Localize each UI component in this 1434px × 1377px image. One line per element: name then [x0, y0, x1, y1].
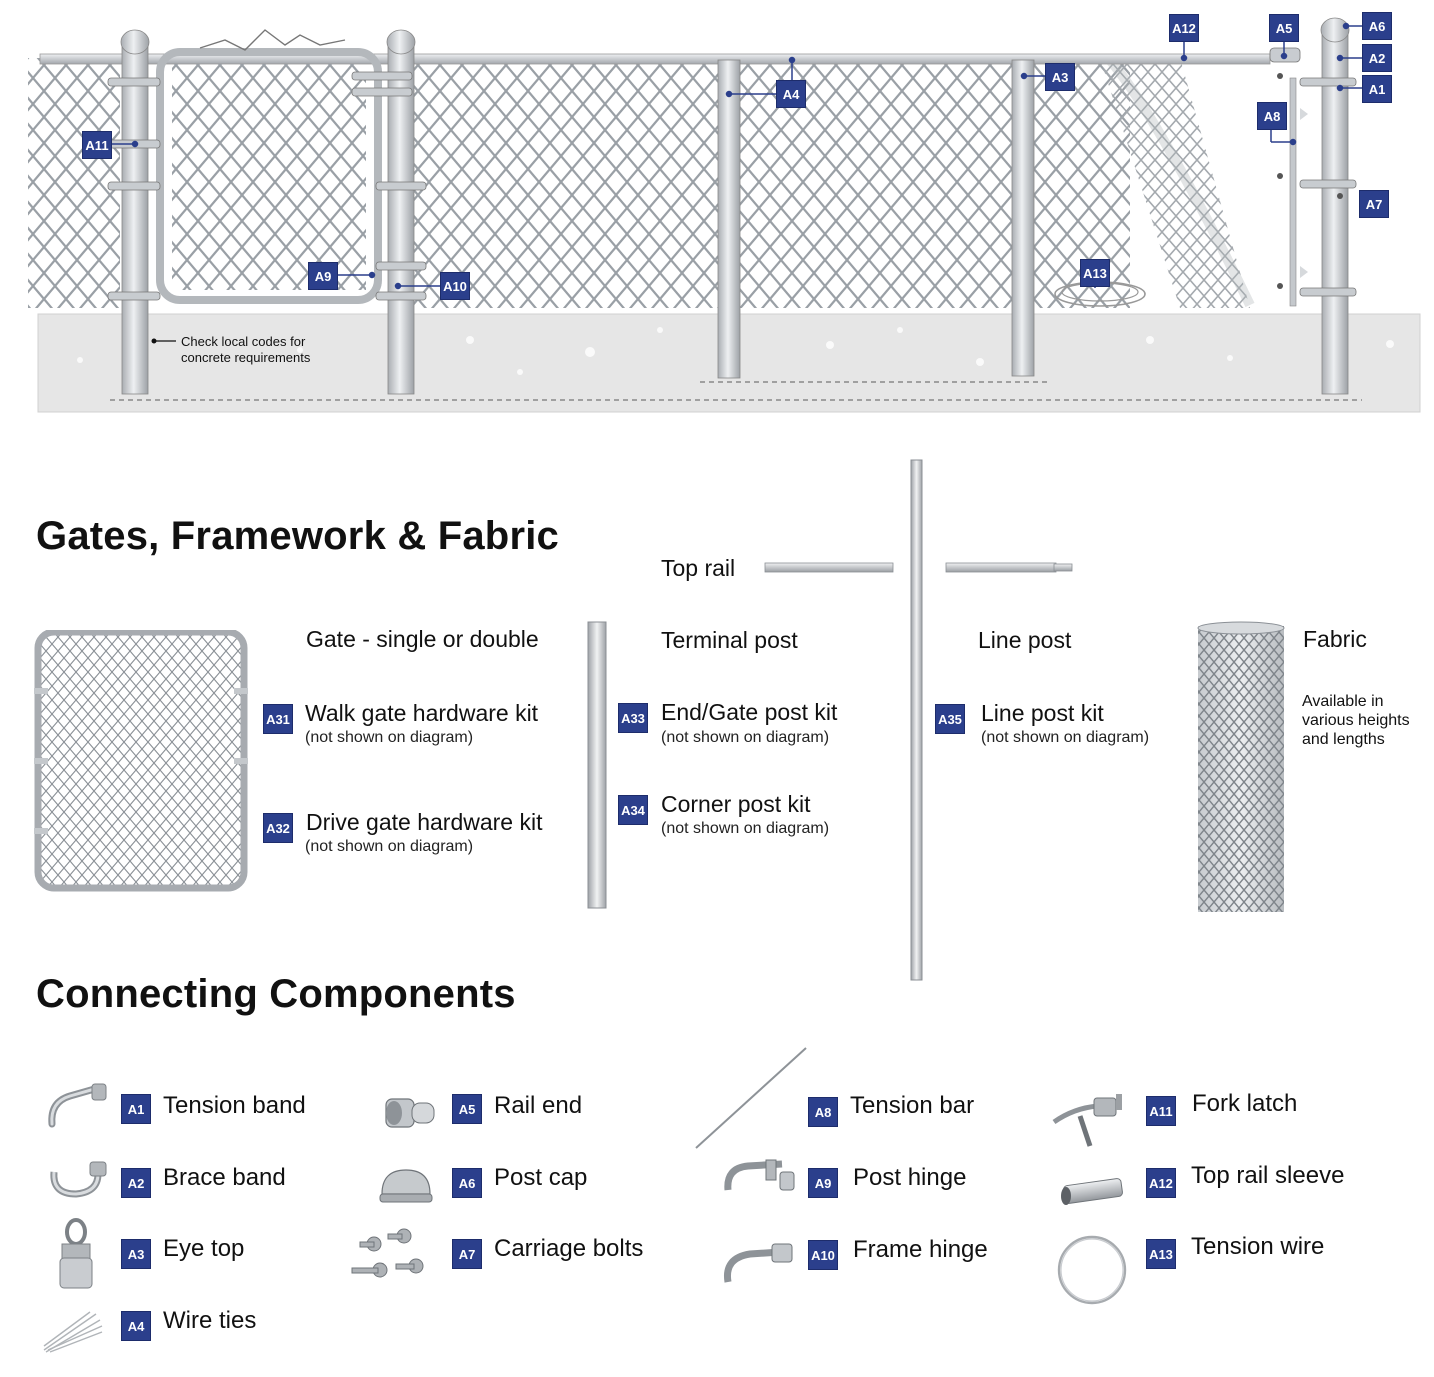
- item-code-a2: A2: [121, 1168, 151, 1198]
- kit-code-a33: A33: [618, 703, 648, 733]
- rail-end-icon: [385, 1098, 435, 1128]
- item-name-tension-band: Tension band: [163, 1092, 306, 1119]
- item-code-a11: A11: [1146, 1096, 1176, 1126]
- terminal-post-image: [587, 621, 607, 909]
- kit-code-a34: A34: [618, 795, 648, 825]
- callout-a5: A5: [1269, 14, 1299, 42]
- kit-note-a34: (not shown on diagram): [661, 820, 830, 837]
- kit-name-a31: Walk gate hardware kit: [305, 700, 539, 726]
- line-post-1: [717, 59, 741, 379]
- concrete-note-line1: Check local codes for: [181, 334, 306, 349]
- gate-post: [387, 39, 415, 395]
- callout-a8: A8: [1257, 102, 1287, 130]
- callout-a11: A11: [82, 131, 112, 159]
- item-name-frame-hinge: Frame hinge: [853, 1236, 988, 1263]
- line-post-2: [1011, 59, 1035, 377]
- terminal-post-label: Terminal post: [661, 627, 798, 653]
- item-name-top-rail-sleeve: Top rail sleeve: [1191, 1162, 1345, 1189]
- fork-latch-icon: [1052, 1094, 1122, 1147]
- terminal-post-right: [1321, 29, 1349, 395]
- item-code-a3: A3: [121, 1239, 151, 1269]
- item-code-a8: A8: [808, 1097, 838, 1127]
- kit-name-a35: Line post kit: [981, 700, 1104, 726]
- kit-note-a32: (not shown on diagram): [305, 838, 474, 855]
- fabric-roll-image: [1197, 621, 1285, 912]
- terminal-post-left: [121, 39, 149, 395]
- item-code-a6: A6: [452, 1168, 482, 1198]
- frame-hinge-icon: [723, 1243, 793, 1283]
- item-name-carriage-bolts: Carriage bolts: [494, 1235, 644, 1262]
- gate-label: Gate - single or double: [306, 626, 539, 652]
- brace-band-icon: [50, 1161, 107, 1198]
- callout-a1: A1: [1362, 75, 1392, 103]
- fabric-note-line1: Available in: [1302, 693, 1384, 710]
- fence-diagram: A11 A9 A10 A4 A3 A12 A5 A6 A2 A1 A8 A7 A…: [0, 0, 1434, 420]
- callout-a10: A10: [440, 272, 470, 300]
- line-post-label: Line post: [978, 627, 1072, 653]
- item-name-eye-top: Eye top: [163, 1235, 245, 1262]
- item-code-a1: A1: [121, 1094, 151, 1124]
- section-title-connecting: Connecting Components: [36, 972, 516, 1016]
- item-code-a5: A5: [452, 1094, 482, 1124]
- tension-wire-icon: [1057, 1235, 1127, 1305]
- post-hinge-icon: [724, 1159, 795, 1191]
- item-code-a7: A7: [452, 1239, 482, 1269]
- tension-band-icon: [48, 1083, 107, 1128]
- callout-a6: A6: [1362, 12, 1392, 40]
- item-code-a4: A4: [121, 1311, 151, 1341]
- item-code-a12: A12: [1146, 1168, 1176, 1198]
- fabric-note: Available in various heights and lengths: [1302, 692, 1410, 749]
- gate-image: [34, 630, 248, 892]
- callout-a2: A2: [1362, 44, 1392, 72]
- fabric-label: Fabric: [1303, 626, 1367, 652]
- kit-code-a32: A32: [263, 813, 293, 843]
- item-code-a13: A13: [1146, 1239, 1176, 1269]
- item-name-fork-latch: Fork latch: [1192, 1090, 1298, 1117]
- wire-ties-icon: [43, 1311, 103, 1353]
- callout-a4: A4: [776, 80, 806, 108]
- callout-a3: A3: [1045, 63, 1075, 91]
- kit-name-a32: Drive gate hardware kit: [306, 809, 543, 835]
- carriage-bolts-icon: [351, 1228, 424, 1278]
- callout-a13: A13: [1080, 259, 1110, 287]
- item-name-tension-bar: Tension bar: [850, 1092, 975, 1119]
- item-name-tension-wire: Tension wire: [1191, 1233, 1325, 1260]
- tension-bar-icon: [695, 1047, 807, 1149]
- top-rail-sleeve-icon: [1061, 1178, 1123, 1205]
- concrete-note-line2: concrete requirements: [181, 350, 311, 365]
- top-rail-image: [764, 562, 1073, 573]
- item-name-wire-ties: Wire ties: [163, 1307, 257, 1334]
- callout-a12: A12: [1169, 14, 1199, 42]
- kit-name-a33: End/Gate post kit: [661, 699, 838, 725]
- kit-code-a31: A31: [263, 704, 293, 734]
- item-name-rail-end: Rail end: [494, 1092, 583, 1119]
- fabric-note-line2: various heights: [1302, 712, 1410, 729]
- item-name-post-cap: Post cap: [494, 1164, 588, 1191]
- item-code-a10: A10: [808, 1240, 838, 1270]
- eye-top-icon: [59, 1218, 93, 1289]
- item-code-a9: A9: [808, 1168, 838, 1198]
- fence-illustration: [28, 17, 1421, 413]
- concrete-note: Check local codes for concrete requireme…: [181, 334, 310, 366]
- kit-code-a35: A35: [935, 704, 965, 734]
- callout-a9: A9: [308, 262, 338, 290]
- line-post-image: [910, 459, 923, 981]
- kit-name-a34: Corner post kit: [661, 791, 811, 817]
- callout-a7: A7: [1359, 190, 1389, 218]
- section-title-gates: Gates, Framework & Fabric: [36, 514, 559, 558]
- fabric-note-line3: and lengths: [1302, 731, 1385, 748]
- kit-note-a31: (not shown on diagram): [305, 729, 474, 746]
- post-cap-icon: [379, 1169, 433, 1203]
- top-rail-label: Top rail: [661, 555, 736, 581]
- item-name-brace-band: Brace band: [163, 1164, 286, 1191]
- item-name-post-hinge: Post hinge: [853, 1164, 967, 1191]
- kit-note-a35: (not shown on diagram): [981, 729, 1150, 746]
- kit-note-a33: (not shown on diagram): [661, 729, 830, 746]
